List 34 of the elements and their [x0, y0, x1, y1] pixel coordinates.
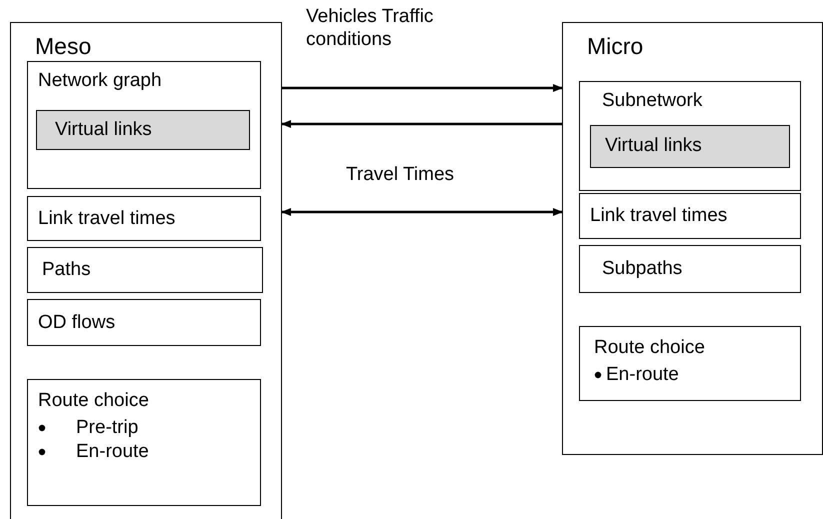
box-title: Subnetwork [602, 90, 702, 112]
arrow [282, 84, 563, 92]
component-box [579, 81, 801, 191]
arrow [281, 208, 563, 216]
component-box [579, 193, 801, 239]
edge-label: Vehicles Traffic conditions [306, 6, 434, 52]
component-box [27, 196, 261, 241]
box-title: Virtual links [605, 135, 702, 157]
box-title: Network graph [38, 70, 162, 92]
list-item: En-route [606, 363, 679, 387]
component-box [27, 247, 263, 293]
arrow [281, 120, 562, 128]
box-title: Paths [42, 259, 91, 281]
list-item: En-route [76, 440, 149, 464]
box-title: Link travel times [590, 205, 728, 227]
box-title: Meso [35, 33, 92, 60]
component-box [27, 379, 261, 506]
box-title: Micro [587, 33, 644, 60]
box-title: Virtual links [55, 119, 152, 141]
box-title: Subpaths [602, 258, 682, 280]
box-title: OD flows [38, 312, 116, 334]
shaded-box [36, 110, 250, 150]
box-title: Route choice [38, 390, 149, 412]
component-box [27, 299, 261, 346]
box-title: Route choice [594, 337, 705, 359]
edge-label: Travel Times [346, 164, 456, 187]
component-box [579, 245, 801, 293]
component-box [562, 22, 823, 455]
box-title: Link travel times [38, 208, 176, 230]
component-box [10, 22, 282, 519]
shaded-box [590, 125, 790, 168]
list-item: Pre-trip [76, 416, 138, 440]
component-box [27, 61, 261, 189]
component-box [579, 326, 801, 401]
